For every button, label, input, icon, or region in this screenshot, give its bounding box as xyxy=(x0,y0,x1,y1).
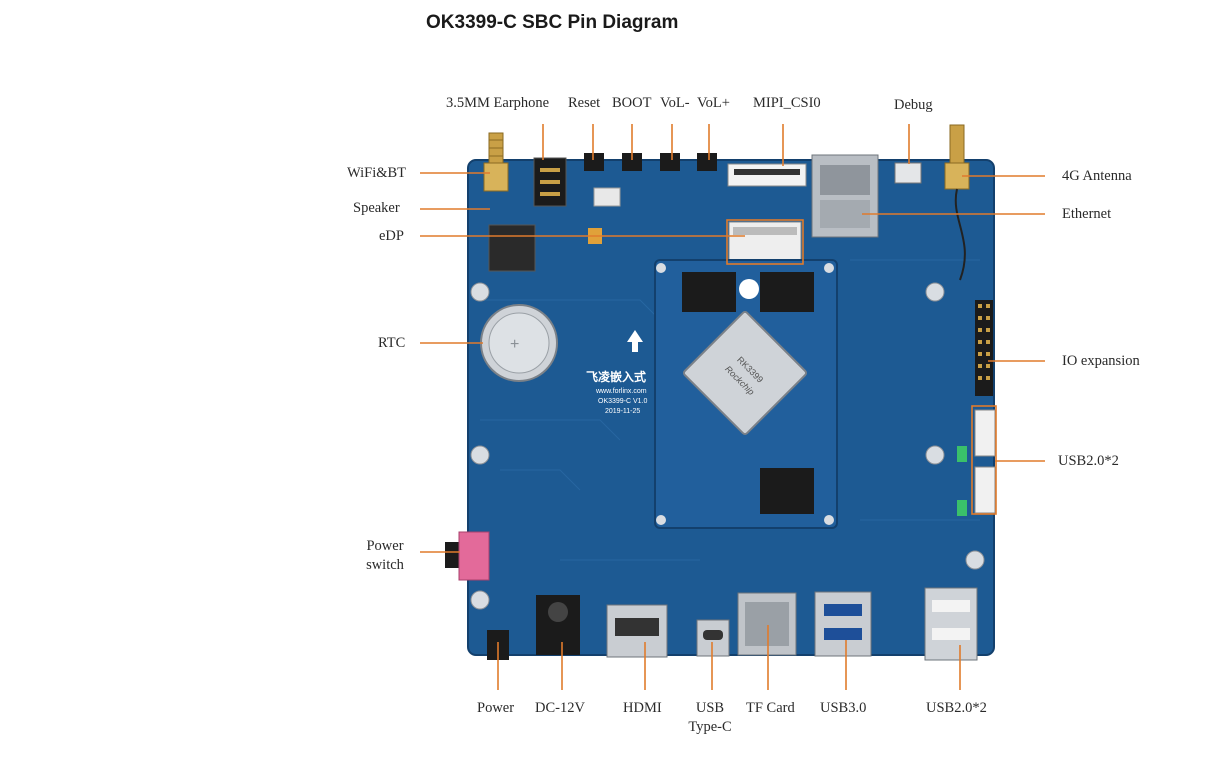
usb-typec-port xyxy=(696,619,730,657)
ethernet-port xyxy=(811,154,879,238)
usb20-bottom-port xyxy=(924,587,978,661)
callout-power: Power xyxy=(477,700,515,716)
callout-power-switch-line2: switch xyxy=(366,557,404,573)
callout-reset: Reset xyxy=(568,95,601,111)
callout-power-switch-line1: Power xyxy=(366,538,404,554)
callout-usb20-right: USB2.0*2 xyxy=(1058,453,1119,469)
callout-edp: eDP xyxy=(379,228,404,244)
callout-boot: BOOT xyxy=(612,95,652,111)
silk-date: 2019-11-25 xyxy=(605,408,640,415)
callout-vol-plus: VoL+ xyxy=(697,95,730,111)
svg-text:+: + xyxy=(510,336,519,353)
callout-vol-minus: VoL- xyxy=(660,95,690,111)
callout-io-expansion: IO expansion xyxy=(1062,353,1140,369)
callout-rtc: RTC xyxy=(378,335,406,351)
callout-debug: Debug xyxy=(894,97,933,113)
callout-earphone: 3.5MM Earphone xyxy=(446,95,550,111)
usb20-pin-headers xyxy=(957,409,996,516)
callout-mipi: MIPI_CSI0 xyxy=(753,95,821,111)
rtc-battery: + xyxy=(480,304,558,382)
callout-ethernet: Ethernet xyxy=(1062,206,1112,222)
callout-tf-card: TF Card xyxy=(746,700,795,716)
silk-model: OK3399-C V1.0 xyxy=(598,398,648,405)
callout-wifi: WiFi&BT xyxy=(347,165,407,181)
debug-port xyxy=(894,162,922,184)
core-module: RK3399 Rockchip xyxy=(654,259,838,529)
button-row xyxy=(584,153,717,207)
callout-usb30: USB3.0 xyxy=(820,700,867,716)
callout-dc12v: DC-12V xyxy=(535,700,585,716)
callout-4g-antenna: 4G Antenna xyxy=(1062,168,1132,184)
wifi-module xyxy=(488,224,536,272)
callout-power-switch: Power switch xyxy=(358,537,412,575)
silk-brand: 飞凌嵌入式 xyxy=(586,369,646,384)
callout-lines xyxy=(420,124,1045,690)
dc-jack xyxy=(536,595,580,655)
tf-card-slot xyxy=(737,592,797,656)
highlight-boxes xyxy=(726,219,997,515)
callout-speaker: Speaker xyxy=(353,200,400,216)
callout-usb-typec-line1: USB xyxy=(695,700,725,716)
board-silkscreen: 飞凌嵌入式 www.forlinx.com OK3399-C V1.0 2019… xyxy=(586,369,648,415)
callout-usb-typec-line2: Type-C xyxy=(688,719,732,735)
io-expansion-header xyxy=(975,300,993,396)
soc-chip: RK3399 Rockchip xyxy=(683,311,807,435)
usb30-port xyxy=(814,591,872,657)
callout-usb-typec: USB Type-C xyxy=(682,699,738,737)
power-switch xyxy=(445,531,490,581)
silk-website: www.forlinx.com xyxy=(595,388,647,395)
hdmi-port xyxy=(606,604,668,658)
wifi-antenna-connector xyxy=(483,132,509,192)
page-title: OK3399-C SBC Pin Diagram xyxy=(426,12,679,33)
callout-hdmi: HDMI xyxy=(623,700,662,716)
reset-button-part xyxy=(584,153,604,171)
callout-usb20-bottom: USB2.0*2 xyxy=(926,700,987,716)
